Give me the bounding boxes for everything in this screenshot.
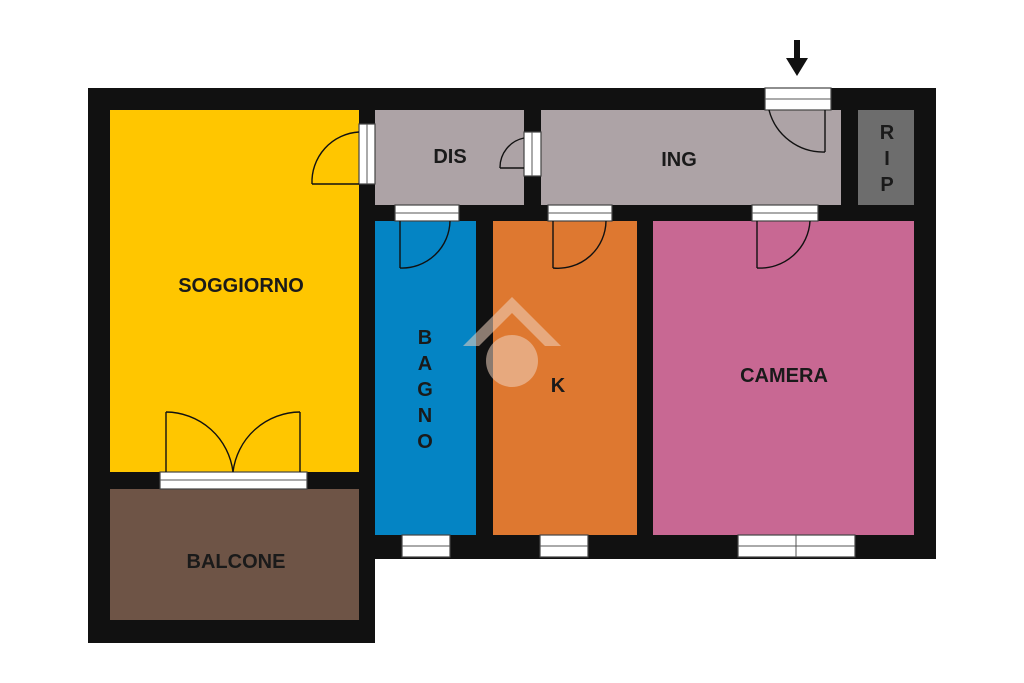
down-arrow-icon bbox=[786, 40, 808, 76]
label-rip-letter: P bbox=[880, 174, 893, 196]
door-camera bbox=[751, 204, 819, 269]
room-rip bbox=[858, 110, 914, 205]
label-camera: CAMERA bbox=[740, 365, 828, 387]
label-rip-letter: R bbox=[880, 122, 895, 144]
room-bagno bbox=[375, 221, 476, 535]
label-bagno-letter: B bbox=[418, 327, 432, 349]
label-bagno-letter: G bbox=[417, 379, 433, 401]
house-logo-watermark bbox=[463, 297, 561, 387]
window-k bbox=[539, 534, 589, 558]
label-balcone: BALCONE bbox=[187, 551, 286, 573]
window-camera bbox=[737, 534, 856, 558]
entrance-door bbox=[764, 87, 832, 153]
label-soggiorno: SOGGIORNO bbox=[178, 275, 304, 297]
label-bagno-letter: A bbox=[418, 353, 432, 375]
label-rip: R I P bbox=[880, 122, 895, 196]
room-ing bbox=[541, 110, 841, 205]
label-rip-letter: I bbox=[884, 148, 890, 170]
window-bagno bbox=[401, 534, 451, 558]
door-bagno bbox=[394, 204, 460, 269]
label-dis: DIS bbox=[433, 146, 466, 168]
room-camera bbox=[653, 221, 914, 535]
room-dis bbox=[375, 110, 524, 205]
door-dis bbox=[499, 131, 542, 177]
label-ing: ING bbox=[661, 149, 697, 171]
label-bagno: B A G N O bbox=[417, 327, 433, 453]
room-balcone bbox=[110, 489, 359, 620]
room-soggiorno bbox=[110, 110, 359, 472]
label-k: K bbox=[551, 375, 566, 397]
label-bagno-letter: N bbox=[418, 405, 432, 427]
door-soggiorno bbox=[311, 123, 376, 185]
door-k bbox=[547, 204, 613, 269]
balcony-door bbox=[159, 411, 308, 490]
label-bagno-letter: O bbox=[417, 431, 433, 453]
